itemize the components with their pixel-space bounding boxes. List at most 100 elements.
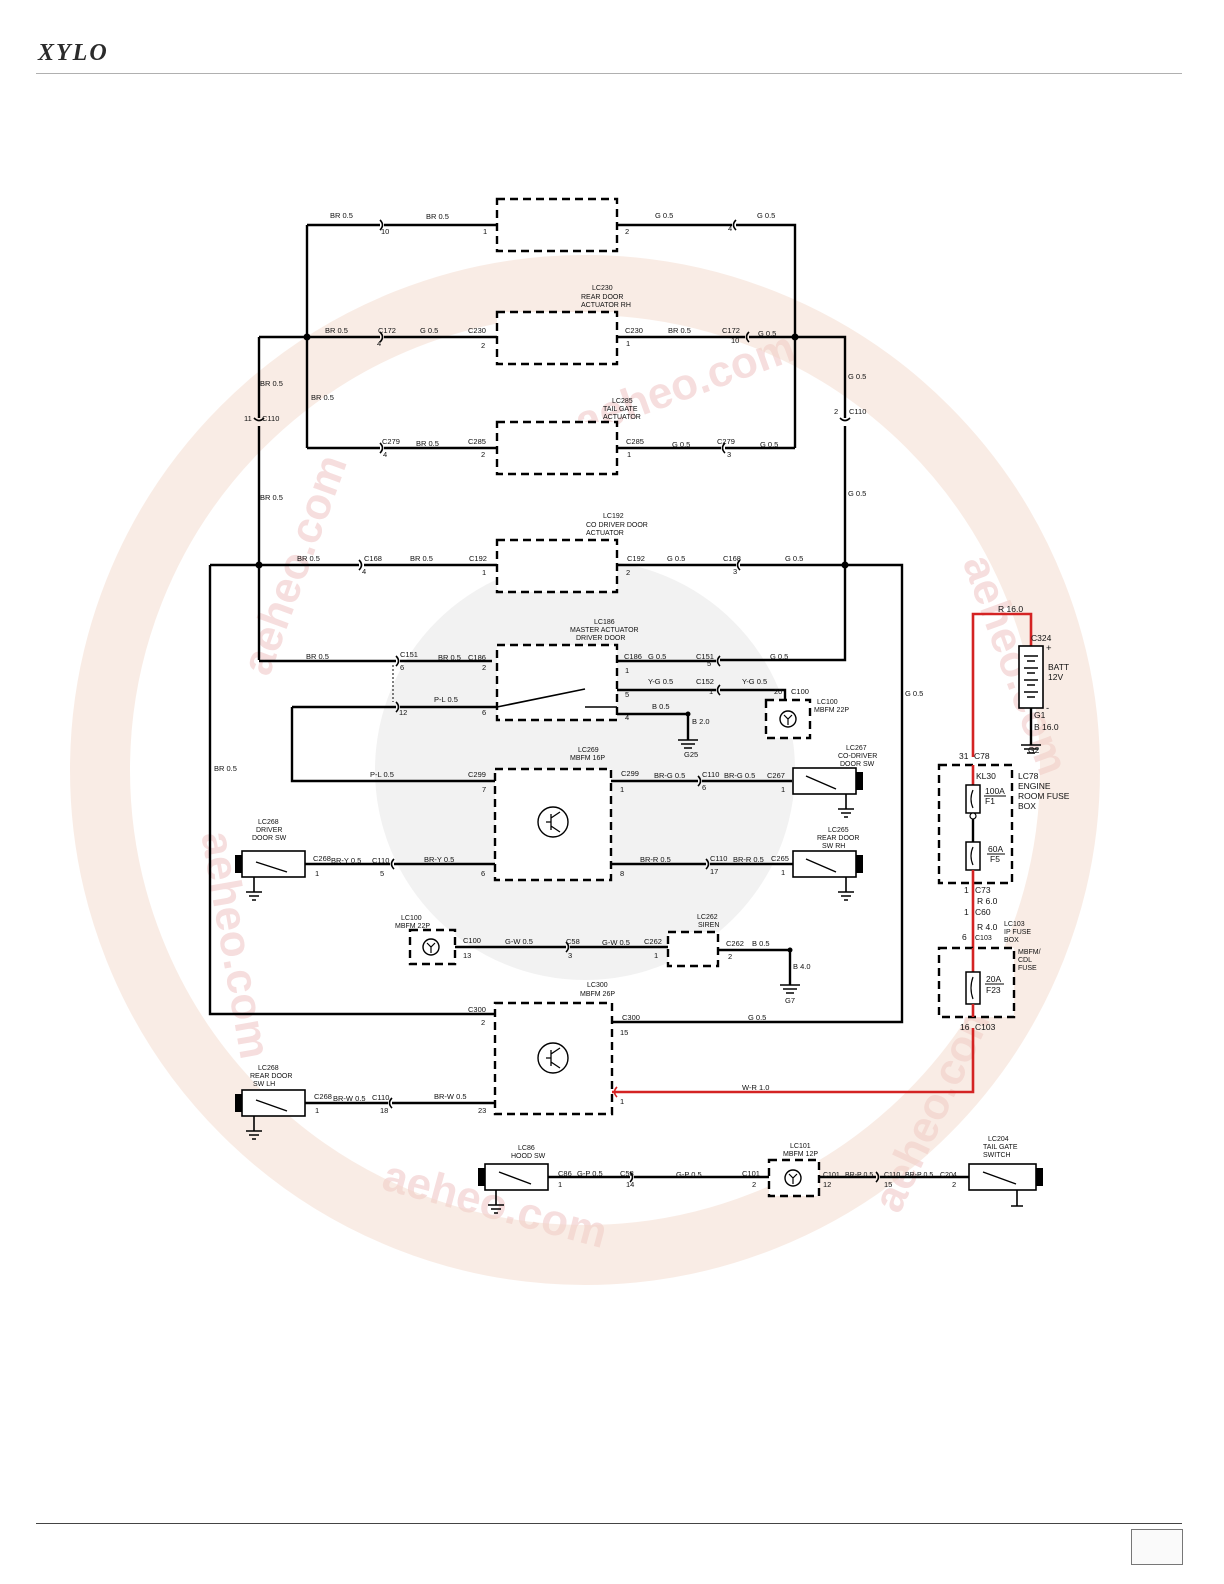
actuator-rear-door-rh-box <box>495 310 619 366</box>
tail-gate-switch <box>968 1163 1043 1207</box>
connector-label: C230 <box>468 326 486 335</box>
pin-label: 6 <box>702 783 706 792</box>
ground-label: G25 <box>684 750 698 759</box>
pin-label: 11 <box>244 414 252 423</box>
wiring-br-bus <box>208 223 497 1016</box>
connector-label: C152 <box>696 677 714 686</box>
ground-symbol <box>678 739 698 749</box>
component-id: LC300 <box>587 982 608 989</box>
component-id: LC268 <box>258 1065 279 1072</box>
connector-label: C172 <box>378 326 396 335</box>
wire-label: BR 0.5 <box>330 211 353 220</box>
component-name: TAIL GATE <box>603 406 638 413</box>
ground-label: G1 <box>1034 710 1046 720</box>
connector-label: C265 <box>771 854 789 863</box>
pin-label: 2 <box>752 1180 756 1189</box>
connector-jack <box>565 941 570 953</box>
transistor-leads <box>788 1173 798 1184</box>
actuator-co-driver-box <box>495 538 619 594</box>
connector-label: C86 <box>558 1169 572 1178</box>
wire-label: BR-P 0.5 <box>905 1172 933 1179</box>
fuse-rating: 60A <box>988 844 1003 854</box>
component-name: BOX <box>1004 937 1019 944</box>
battery-minus: - <box>1046 703 1049 714</box>
splice-dot <box>791 333 799 341</box>
component-name: SW RH <box>822 843 845 850</box>
connector-label: C100 <box>791 687 809 696</box>
connector-jack <box>613 1086 618 1098</box>
pin-label: 4 <box>383 450 387 459</box>
pin-label: 23 <box>478 1106 486 1115</box>
wire-label: Y-G 0.5 <box>648 677 673 686</box>
connector-label: C285 <box>468 437 486 446</box>
battery-name: BATT <box>1048 662 1069 672</box>
wire-label: BR-R 0.5 <box>640 855 671 864</box>
connector-label: C73 <box>975 885 991 895</box>
connector-label: C101 <box>742 1169 760 1178</box>
connector-label: C172 <box>722 326 740 335</box>
fuse-element <box>970 789 974 809</box>
pin-label: 1 <box>625 666 629 675</box>
hood-switch <box>478 1163 549 1214</box>
transistor-leads <box>546 811 561 833</box>
pin-label: 2 <box>625 227 629 236</box>
connector-label: C110 <box>372 856 389 865</box>
pin-label: 10 <box>381 227 389 236</box>
fuse-id: F5 <box>990 854 1000 864</box>
wire-label: BR 0.5 <box>416 439 439 448</box>
wire-label: G 0.5 <box>785 554 803 563</box>
component-name: MBFM 22P <box>395 923 430 930</box>
ground-label: G2 <box>1028 745 1040 755</box>
component-name: DOOR SW <box>252 835 287 842</box>
connector-label: C192 <box>469 554 487 563</box>
connector-label: C58 <box>566 937 580 946</box>
pin-label: 2 <box>952 1180 956 1189</box>
connector-label: C299 <box>468 770 486 779</box>
splice-dot <box>841 561 849 569</box>
component-id: LC101 <box>790 1143 811 1150</box>
wire-label: BR 0.5 <box>426 212 449 221</box>
wire-label: BR-Y 0.5 <box>424 855 454 864</box>
wire-label: BR-P 0.5 <box>845 1172 873 1179</box>
pin-label: 8 <box>620 869 624 878</box>
pin-label: 1 <box>315 1106 319 1115</box>
connector-label: C268 <box>313 854 331 863</box>
wire-label: G 0.5 <box>420 326 438 335</box>
component-id: LC78 <box>1018 771 1039 781</box>
wire-label: BR 0.5 <box>325 326 348 335</box>
wire-label: BR 0.5 <box>260 379 283 388</box>
pin-label: 17 <box>710 867 718 876</box>
wire-label: BR-W 0.5 <box>434 1092 467 1101</box>
component-id: LC204 <box>988 1136 1009 1143</box>
pin-label: 1 <box>964 885 969 895</box>
splice-dot <box>787 947 793 953</box>
wire-label: G 0.5 <box>757 211 775 220</box>
connector-label: C285 <box>626 437 644 446</box>
battery-voltage: 12V <box>1048 672 1063 682</box>
pin-label: 18 <box>380 1106 388 1115</box>
pin-label: 2 <box>728 952 732 961</box>
co-driver-door-switch <box>792 767 863 818</box>
rear-door-switch-rh <box>792 850 863 901</box>
fuse-box-label: MBFM/ <box>1018 949 1041 956</box>
wire-label: G 0.5 <box>655 211 673 220</box>
fuse-id: F1 <box>985 796 995 806</box>
component-name: ENGINE <box>1018 781 1051 791</box>
wire-label: G 0.5 <box>905 689 923 698</box>
fuse-f5 <box>965 841 981 871</box>
wire-label: BR 0.5 <box>214 764 237 773</box>
component-id: LC100 <box>401 915 422 922</box>
wire-label: B 16.0 <box>1034 722 1059 732</box>
transistor-leads <box>783 714 793 725</box>
pin-label: 15 <box>620 1028 628 1037</box>
connector-label: C58 <box>620 1169 634 1178</box>
connector-label: C262 <box>726 939 744 948</box>
fuse-box-label: CDL <box>1018 957 1032 964</box>
power-feed-wire <box>612 1028 975 1094</box>
wire-label: G-W 0.5 <box>602 938 630 947</box>
component-name: ACTUATOR <box>603 414 641 421</box>
component-id: LC230 <box>592 285 613 292</box>
pin-label: 16 <box>960 1022 970 1032</box>
wire-label: P-L 0.5 <box>434 695 458 704</box>
